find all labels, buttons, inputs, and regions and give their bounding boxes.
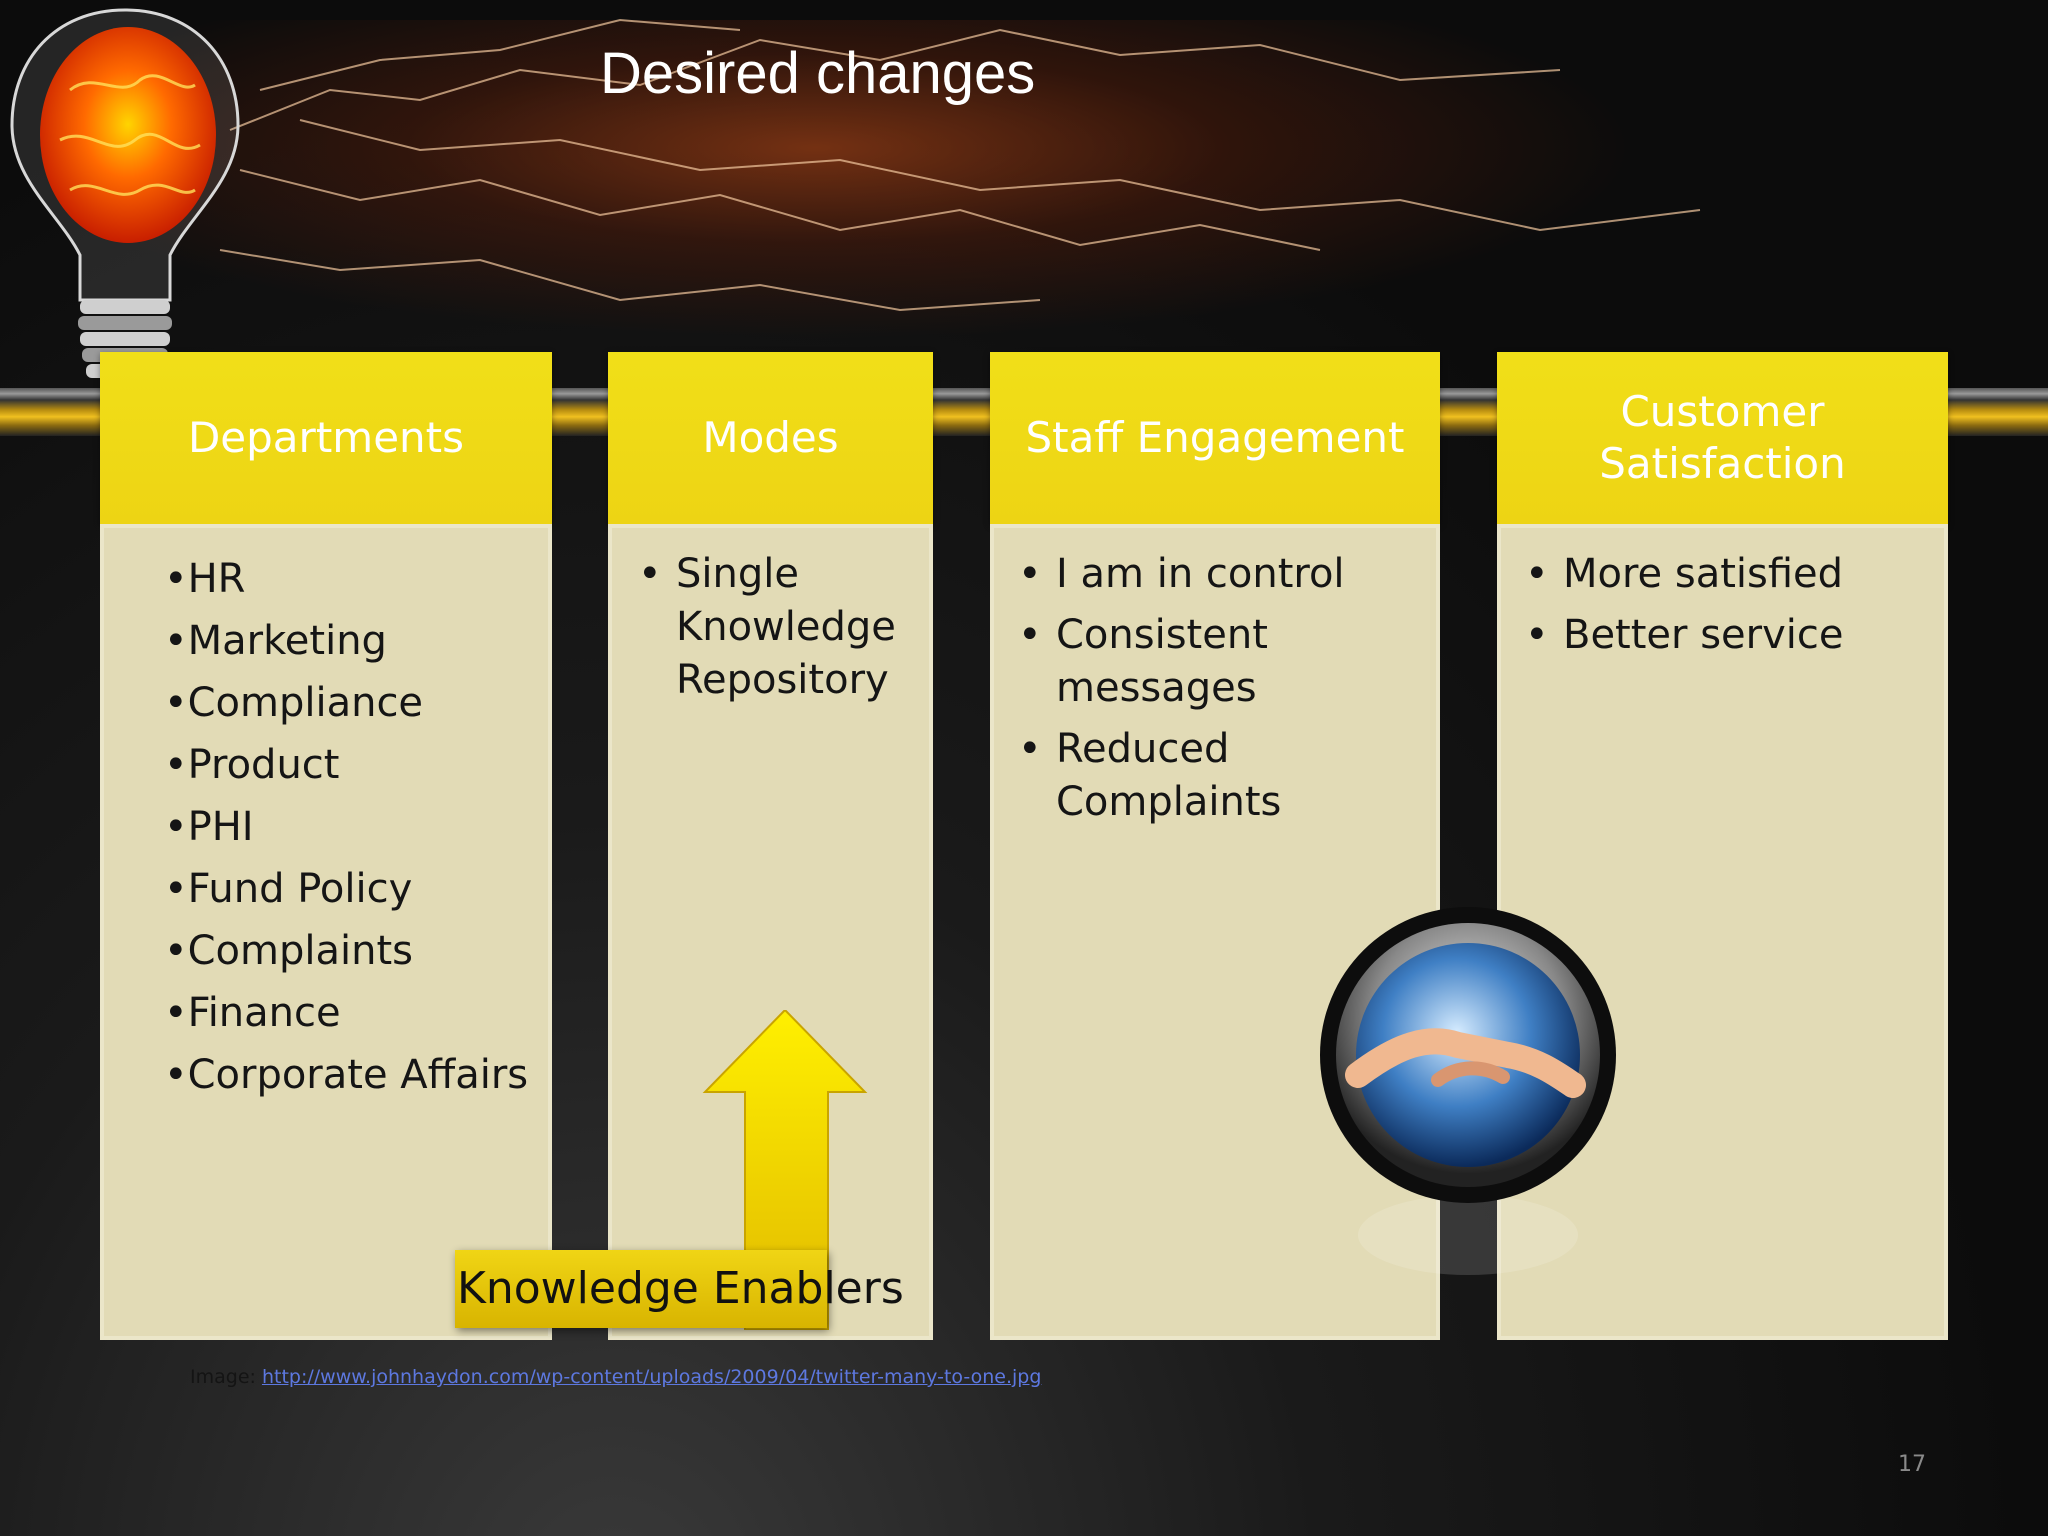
list-item: •PHI [164,804,254,850]
page-number: 17 [1898,1452,1926,1477]
column-body: More satisfied Better service [1497,524,1948,1340]
credit-link[interactable]: http://www.johnhaydon.com/wp-content/upl… [261,1366,1042,1388]
list-item: •Marketing [164,618,387,664]
column-header: Departments [100,352,552,524]
column-header: Staff Engagement [990,352,1440,524]
list-item: More satisfied [1525,548,1925,601]
list-item: •Fund Policy [164,866,413,912]
list-item: •HR [164,556,246,602]
column-header: Modes [608,352,933,524]
credit-prefix: Image: [190,1366,256,1388]
customer-satisfaction-list: More satisfied Better service [1525,548,1925,670]
background-glow [140,20,1640,340]
slide-title: Desired changes [600,41,1036,106]
list-item: I am in control [1018,548,1418,601]
list-item: Consistent messages [1018,609,1418,715]
column-body: I am in control Consistent messages Redu… [990,524,1440,1340]
handshake-icon [1320,907,1616,1275]
knowledge-enablers-label: Knowledge Enablers [455,1250,904,1328]
list-item: •Complaints [164,928,413,974]
list-item: •Corporate Affairs [164,1052,529,1098]
column-body: •HR •Marketing •Compliance •Product •PHI… [100,524,552,1340]
list-item: Reduced Complaints [1018,723,1418,829]
staff-engagement-list: I am in control Consistent messages Redu… [1018,548,1418,837]
column-header: Customer Satisfaction [1497,352,1948,524]
list-item: Better service [1525,609,1925,662]
list-item: •Finance [164,990,341,1036]
image-credit: Image: http://www.johnhaydon.com/wp-cont… [190,1366,1041,1388]
list-item: •Compliance [164,680,424,726]
department-list: •HR •Marketing •Compliance •Product •PHI… [164,548,528,1106]
lightbulb-brain-icon [10,8,240,378]
list-item: Single Knowledge Repository [638,548,918,707]
lightning-decoration [219,18,1701,312]
modes-list: Single Knowledge Repository [638,548,918,715]
list-item: •Product [164,742,340,788]
